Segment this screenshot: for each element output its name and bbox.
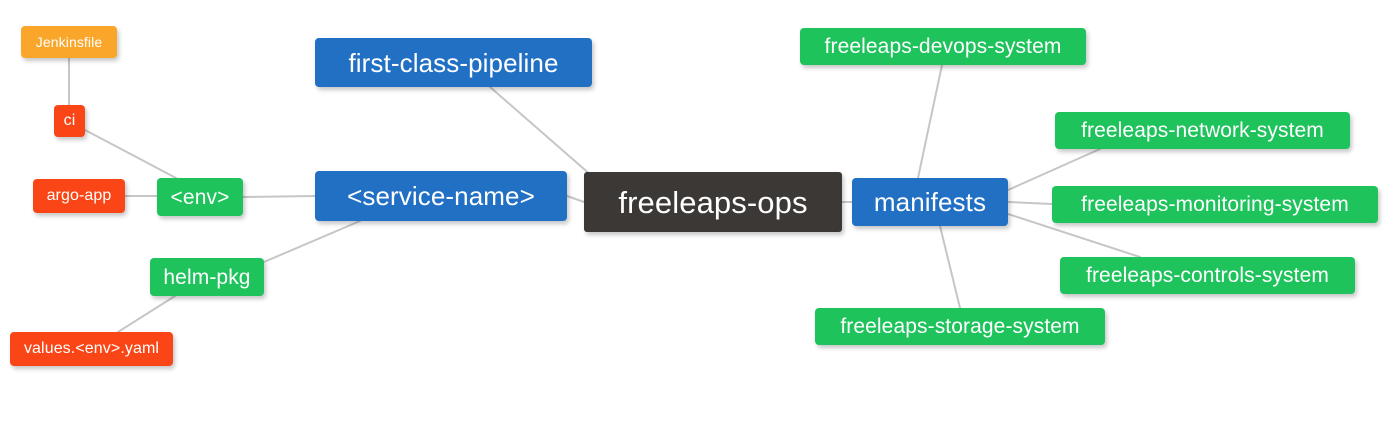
node-label-freeleaps-devops-system: freeleaps-devops-system (824, 35, 1062, 58)
node-label-helm-pkg: helm-pkg (163, 265, 251, 289)
node-label-freeleaps-controls-system: freeleaps-controls-system (1086, 264, 1329, 287)
edge-helm-pkg-to-values-env-yaml (117, 295, 176, 333)
mindmap-node-freeleaps-network-system[interactable]: freeleaps-network-system (1055, 112, 1350, 149)
edge-manifests-to-freeleaps-network-system (1007, 148, 1101, 191)
edge-service-name-to-env (242, 195, 316, 198)
edge-service-name-to-helm-pkg (263, 220, 361, 263)
node-label-first-class-pipeline: first-class-pipeline (348, 47, 559, 78)
mindmap-node-freeleaps-ops[interactable]: freeleaps-ops (584, 172, 842, 232)
mindmap-node-first-class-pipeline[interactable]: first-class-pipeline (315, 38, 592, 87)
mindmap-node-argo-app[interactable]: argo-app (33, 179, 125, 213)
node-label-freeleaps-monitoring-system: freeleaps-monitoring-system (1081, 193, 1349, 216)
mindmap-node-jenkinsfile[interactable]: Jenkinsfile (21, 26, 117, 58)
edge-freeleaps-ops-to-first-class-pipeline (489, 86, 593, 177)
node-label-service-name: <service-name> (347, 181, 535, 211)
node-label-freeleaps-ops: freeleaps-ops (618, 184, 808, 220)
mindmap-node-manifests[interactable]: manifests (852, 178, 1008, 226)
node-label-freeleaps-network-system: freeleaps-network-system (1081, 119, 1324, 142)
edge-manifests-to-freeleaps-monitoring-system (1007, 201, 1053, 205)
mindmap-node-freeleaps-monitoring-system[interactable]: freeleaps-monitoring-system (1052, 186, 1378, 223)
mindmap-node-values-env-yaml[interactable]: values.<env>.yaml (10, 332, 173, 366)
edge-manifests-to-freeleaps-devops-system (917, 64, 943, 179)
edge-env-to-ci (84, 129, 177, 179)
mindmap-node-helm-pkg[interactable]: helm-pkg (150, 258, 264, 296)
node-label-freeleaps-storage-system: freeleaps-storage-system (840, 315, 1080, 338)
mindmap-node-freeleaps-controls-system[interactable]: freeleaps-controls-system (1060, 257, 1355, 294)
node-label-jenkinsfile: Jenkinsfile (35, 34, 103, 50)
node-label-ci: ci (63, 112, 76, 129)
edge-manifests-to-freeleaps-storage-system (939, 225, 961, 309)
node-label-argo-app: argo-app (46, 187, 112, 204)
node-label-manifests: manifests (873, 187, 987, 217)
mindmap-node-freeleaps-storage-system[interactable]: freeleaps-storage-system (815, 308, 1105, 345)
mindmap-node-env[interactable]: <env> (157, 178, 243, 216)
mindmap-node-service-name[interactable]: <service-name> (315, 171, 567, 221)
mindmap-node-ci[interactable]: ci (54, 105, 85, 137)
node-label-values-env-yaml: values.<env>.yaml (23, 340, 160, 357)
edge-freeleaps-ops-to-service-name (566, 195, 585, 203)
node-label-env: <env> (170, 185, 230, 209)
mindmap-node-freeleaps-devops-system[interactable]: freeleaps-devops-system (800, 28, 1086, 65)
